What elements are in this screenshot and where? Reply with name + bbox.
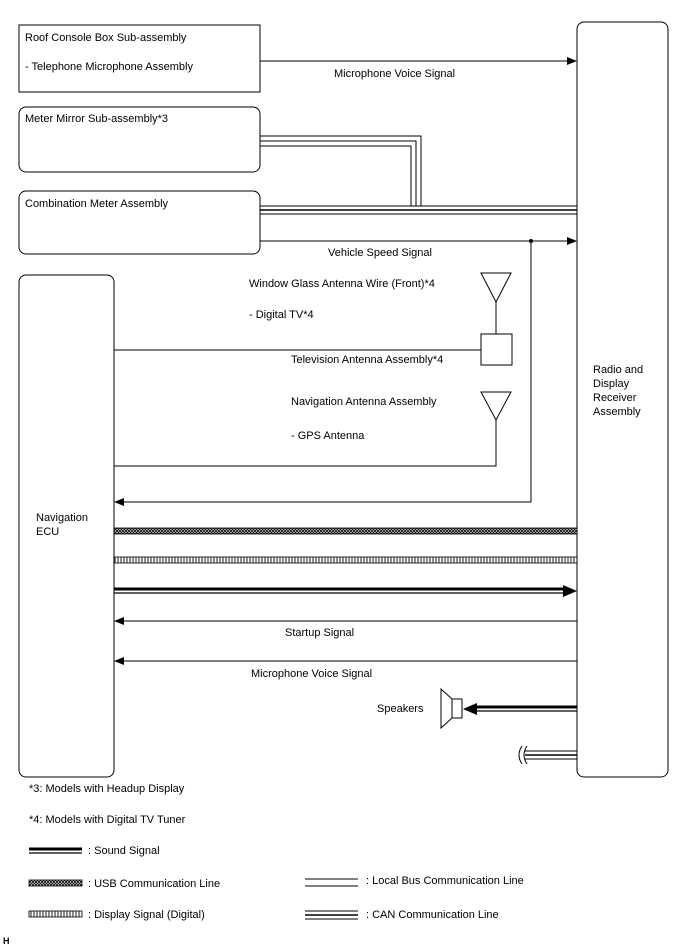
legend-can-label: : CAN Communication Line — [366, 909, 499, 921]
can-continuation-line — [518, 745, 577, 765]
window-glass-antenna-icon — [480, 272, 512, 334]
speaker-icon — [440, 687, 463, 730]
corner-mark: H — [3, 936, 10, 946]
speaker-sound-line — [463, 703, 577, 715]
combination-meter-title: Combination Meter Assembly — [25, 198, 169, 210]
vehicle-speed-line — [114, 237, 577, 506]
startup-signal-label: Startup Signal — [285, 627, 354, 639]
legend-display-label: : Display Signal (Digital) — [88, 909, 205, 921]
navigation-ecu-label-1: Navigation — [36, 512, 88, 524]
legend-usb-symbol — [28, 879, 83, 887]
speakers-label: Speakers — [377, 703, 424, 715]
sound-signal-line — [114, 585, 577, 597]
navigation-antenna-icon — [114, 391, 512, 467]
radio-receiver-label-4: Assembly — [593, 406, 641, 418]
meter-mirror-local-bus — [260, 135, 577, 207]
navigation-antenna-title: Navigation Antenna Assembly — [291, 396, 437, 408]
radio-receiver-label-1: Radio and — [593, 364, 643, 376]
legend-sound-symbol — [29, 847, 82, 854]
note-digital-tv: *4: Models with Digital TV Tuner — [29, 814, 186, 826]
window-glass-antenna-sub: - Digital TV*4 — [249, 309, 314, 321]
tv-antenna-box — [480, 333, 513, 366]
legend-local-bus-label: : Local Bus Communication Line — [366, 875, 524, 887]
legend-can-symbol — [305, 910, 358, 920]
combination-meter-box — [18, 190, 261, 255]
radio-receiver-label-2: Display — [593, 378, 630, 390]
navigation-ecu-label-2: ECU — [36, 526, 59, 538]
legend-sound-label: : Sound Signal — [88, 845, 160, 857]
combination-meter-can — [260, 205, 577, 215]
roof-console-sub: - Telephone Microphone Assembly — [25, 61, 193, 73]
navigation-antenna-sub: - GPS Antenna — [291, 430, 365, 442]
vehicle-speed-label: Vehicle Speed Signal — [328, 247, 432, 259]
microphone-signal-top-label: Microphone Voice Signal — [334, 68, 455, 80]
legend-local-bus-symbol — [305, 878, 358, 887]
legend-usb-label: : USB Communication Line — [88, 878, 220, 890]
roof-console-box — [18, 24, 261, 93]
meter-mirror-title: Meter Mirror Sub-assembly*3 — [25, 113, 168, 125]
microphone-signal-top-line — [260, 57, 577, 65]
startup-signal-line — [114, 617, 577, 625]
microphone-signal-bottom-line — [114, 657, 577, 665]
roof-console-title: Roof Console Box Sub-assembly — [25, 32, 187, 44]
window-glass-antenna-title: Window Glass Antenna Wire (Front)*4 — [249, 278, 435, 290]
usb-communication-line — [113, 527, 578, 535]
radio-receiver-label-3: Receiver — [593, 392, 637, 404]
navigation-ecu-box — [18, 274, 115, 778]
radio-receiver-box — [576, 21, 669, 778]
microphone-signal-bottom-label: Microphone Voice Signal — [251, 668, 372, 680]
display-signal-line — [113, 556, 578, 564]
legend-display-symbol — [28, 910, 83, 918]
tv-antenna-label: Television Antenna Assembly*4 — [291, 354, 443, 366]
meter-mirror-box — [18, 106, 261, 173]
note-headup-display: *3: Models with Headup Display — [29, 783, 185, 795]
